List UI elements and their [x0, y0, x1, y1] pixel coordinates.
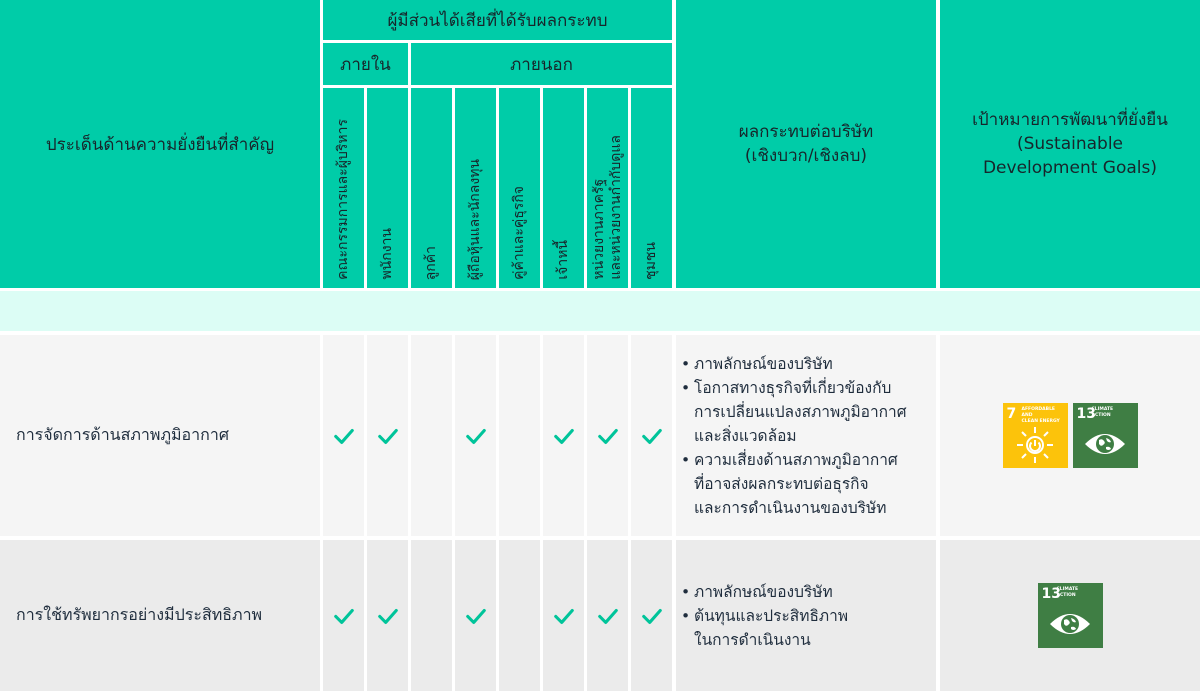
- topic-cell: การจัดการด้านสภาพภูมิอากาศ: [0, 335, 320, 536]
- check-cell: [455, 540, 496, 691]
- sdg-header: เป้าหมายการพัฒนาที่ยั่งยืน (Sustainable …: [940, 0, 1200, 288]
- check-icon: [641, 608, 662, 624]
- check-icon: [333, 608, 354, 624]
- check-cell: [499, 540, 540, 691]
- spacer-band: [0, 291, 1200, 331]
- topic-header: ประเด็นด้านความยั่งยืนที่สำคัญ: [0, 0, 320, 288]
- check-cell: [411, 540, 452, 691]
- topic-label: การจัดการด้านสภาพภูมิอากาศ: [16, 425, 229, 444]
- check-cell: [543, 540, 584, 691]
- stakeholder-col-header: เจ้าหนี้: [543, 88, 584, 288]
- external-header: ภายนอก: [411, 43, 672, 85]
- check-cell: [587, 335, 628, 536]
- sdg-caption: CLIMATE ACTION: [1056, 587, 1079, 598]
- sdg-cell: 13 CLIMATE ACTION: [940, 540, 1200, 691]
- impact-item: ความเสี่ยงด้านสภาพภูมิอากาศ ที่อาจส่งผลก…: [680, 448, 936, 520]
- check-icon: [597, 428, 618, 444]
- internal-header-label: ภายใน: [340, 54, 391, 75]
- stakeholder-col-label: เจ้าหนี้: [555, 240, 571, 280]
- check-icon: [641, 428, 662, 444]
- stakeholder-col-header: คณะกรรมการและผู้บริหาร: [323, 88, 364, 288]
- sdg-number: 13: [1076, 406, 1096, 422]
- check-cell: [543, 335, 584, 536]
- impact-item: ภาพลักษณ์ของบริษัท: [680, 580, 936, 604]
- check-icon: [553, 428, 574, 444]
- stakeholder-col-header: พนักงาน: [367, 88, 408, 288]
- sdg-13-tile: 13 CLIMATE ACTION: [1037, 583, 1103, 648]
- external-header-label: ภายนอก: [510, 54, 573, 75]
- impact-item: โอกาสทางธุรกิจที่เกี่ยวข้องกับ การเปลี่ย…: [680, 376, 936, 448]
- check-cell: [323, 335, 364, 536]
- sdg-7-tile: 7 AFFORDABLE AND CLEAN ENERGY: [1002, 403, 1068, 468]
- check-cell: [367, 540, 408, 691]
- check-cell: [587, 540, 628, 691]
- sun-power-icon: [1016, 427, 1053, 463]
- sdg-caption: CLIMATE ACTION: [1091, 407, 1114, 418]
- impact-header-label: ผลกระทบต่อบริษัท (เชิงบวก/เชิงลบ): [738, 122, 874, 166]
- sdg-caption: AFFORDABLE AND CLEAN ENERGY: [1021, 407, 1060, 424]
- check-cell: [631, 335, 672, 536]
- stakeholder-col-header: หน่วยงานภาครัฐ และหน่วยงานกำกับดูแล: [587, 88, 628, 288]
- stakeholder-col-label: ลูกค้า: [423, 245, 439, 280]
- check-icon: [377, 428, 398, 444]
- stakeholder-col-label: ผู้ถือหุ้นและนักลงทุน: [467, 158, 483, 280]
- eye-globe-icon: [1084, 434, 1125, 454]
- stakeholders-header-label: ผู้มีส่วนได้เสียที่ได้รับผลกระทบ: [387, 10, 608, 31]
- stakeholders-header: ผู้มีส่วนได้เสียที่ได้รับผลกระทบ: [323, 0, 672, 40]
- check-cell: [455, 335, 496, 536]
- stakeholder-col-label: หน่วยงานภาครัฐ และหน่วยงานกำกับดูแล: [590, 135, 624, 280]
- sdg-cell: 7 AFFORDABLE AND CLEAN ENERGY 13 CLIMATE…: [940, 335, 1200, 536]
- check-icon: [597, 608, 618, 624]
- topic-header-label: ประเด็นด้านความยั่งยืนที่สำคัญ: [45, 134, 275, 155]
- impact-list: ภาพลักษณ์ของบริษัท โอกาสทางธุรกิจที่เกี่…: [680, 352, 936, 520]
- sdg-header-label: เป้าหมายการพัฒนาที่ยั่งยืน (Sustainable …: [972, 110, 1168, 178]
- stakeholder-col-label: ชุมชน: [643, 242, 659, 280]
- check-icon: [465, 608, 486, 624]
- check-icon: [377, 608, 398, 624]
- impact-item: ภาพลักษณ์ของบริษัท: [680, 352, 936, 376]
- topic-cell: การใช้ทรัพยากรอย่างมีประสิทธิภาพ: [0, 540, 320, 691]
- sdg-number: 13: [1041, 586, 1061, 602]
- topic-label: การใช้ทรัพยากรอย่างมีประสิทธิภาพ: [16, 605, 263, 624]
- stakeholder-col-header: ชุมชน: [631, 88, 672, 288]
- check-cell: [367, 335, 408, 536]
- check-icon: [333, 428, 354, 444]
- impact-cell: ภาพลักษณ์ของบริษัท โอกาสทางธุรกิจที่เกี่…: [676, 335, 936, 536]
- eye-globe-icon: [1049, 614, 1090, 634]
- check-cell: [411, 335, 452, 536]
- sdg-number: 7: [1006, 406, 1017, 422]
- check-cell: [323, 540, 364, 691]
- impact-cell: ภาพลักษณ์ของบริษัท ต้นทุนและประสิทธิภาพ …: [676, 540, 936, 691]
- internal-header: ภายใน: [323, 43, 408, 85]
- stakeholder-col-label: คณะกรรมการและผู้บริหาร: [335, 119, 351, 280]
- stakeholder-col-label: คู่ค้าและคู่ธุรกิจ: [511, 186, 527, 280]
- stakeholder-col-header: คู่ค้าและคู่ธุรกิจ: [499, 88, 540, 288]
- check-icon: [553, 608, 574, 624]
- stakeholder-col-header: ผู้ถือหุ้นและนักลงทุน: [455, 88, 496, 288]
- check-cell: [631, 540, 672, 691]
- impact-list: ภาพลักษณ์ของบริษัท ต้นทุนและประสิทธิภาพ …: [680, 580, 936, 652]
- check-cell: [499, 335, 540, 536]
- stakeholder-col-label: พนักงาน: [379, 228, 395, 280]
- impact-item: ต้นทุนและประสิทธิภาพ ในการดำเนินงาน: [680, 604, 936, 652]
- check-icon: [465, 428, 486, 444]
- stakeholder-col-header: ลูกค้า: [411, 88, 452, 288]
- impact-header: ผลกระทบต่อบริษัท (เชิงบวก/เชิงลบ): [676, 0, 936, 288]
- sdg-13-tile: 13 CLIMATE ACTION: [1072, 403, 1138, 468]
